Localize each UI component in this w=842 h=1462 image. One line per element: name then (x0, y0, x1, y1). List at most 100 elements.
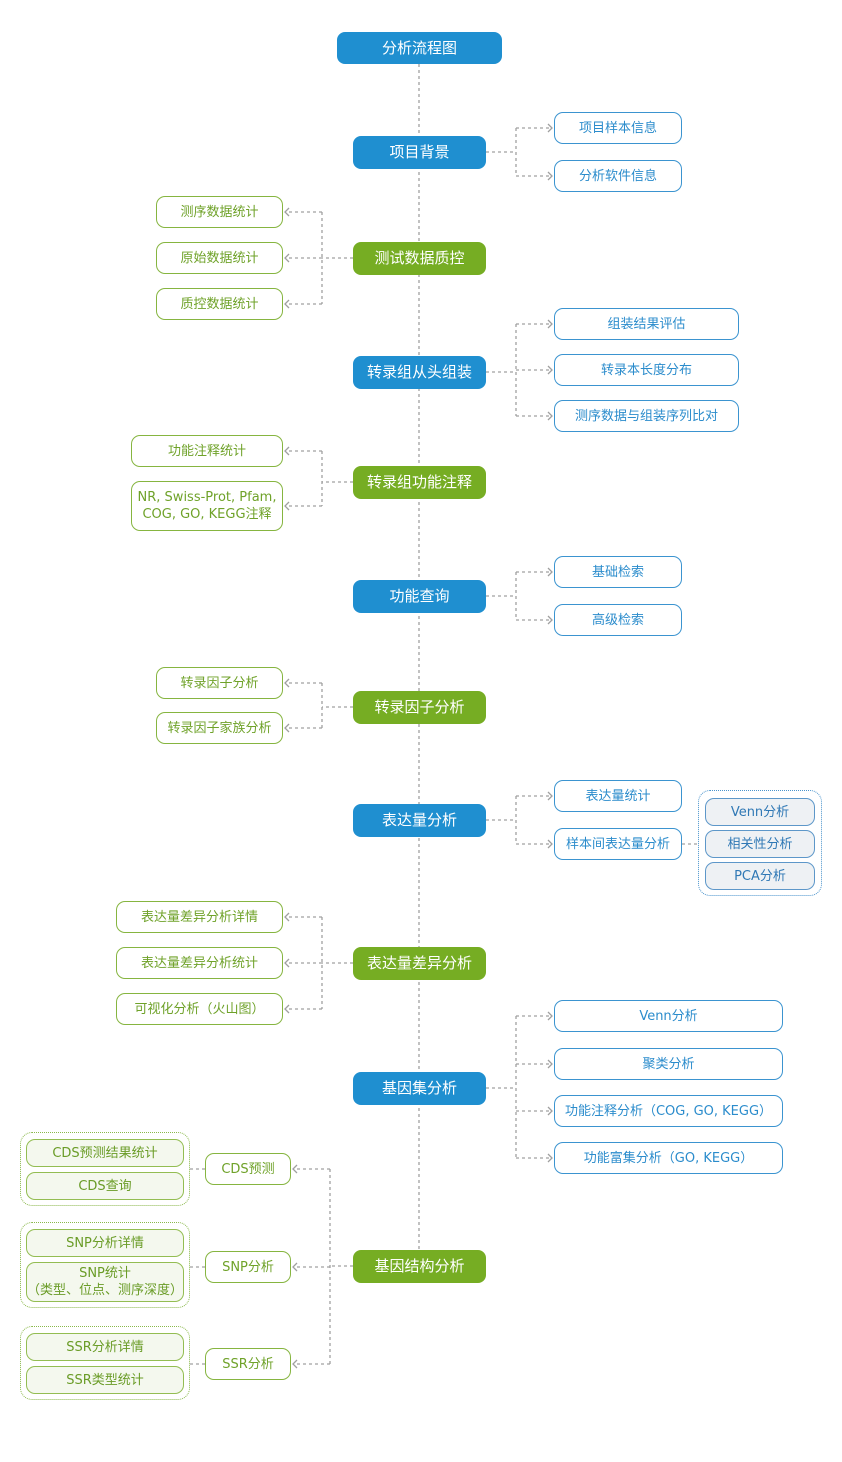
title-box: 分析流程图 (337, 32, 502, 64)
node-venn-analysis[interactable]: Venn分析 (705, 798, 815, 826)
node-label: PCA分析 (734, 868, 786, 884)
node-ssr-details[interactable]: SSR分析详情 (26, 1333, 184, 1361)
node-cds-prediction[interactable]: CDS预测 (205, 1153, 291, 1185)
node-correlation-analysis[interactable]: 相关性分析 (705, 830, 815, 858)
node-label: Venn分析 (639, 1008, 698, 1024)
node-gene-set-venn[interactable]: Venn分析 (554, 1000, 783, 1032)
node-transcript-length-dist[interactable]: 转录本长度分布 (554, 354, 739, 386)
arrow-head-icon (284, 723, 290, 733)
node-raw-data-stats[interactable]: 原始数据统计 (156, 242, 283, 274)
node-label: 相关性分析 (727, 836, 793, 852)
step-test-data-qc[interactable]: 测试数据质控 (353, 242, 486, 275)
node-qc-data-stats[interactable]: 质控数据统计 (156, 288, 283, 320)
node-label: 转录本长度分布 (600, 362, 692, 378)
step-functional-annotation[interactable]: 转录组功能注释 (353, 466, 486, 499)
step-label: 转录组从头组装 (366, 363, 472, 381)
node-label-line1: SNP统计 (79, 1266, 131, 1281)
node-seq-alignment[interactable]: 测序数据与组装序列比对 (554, 400, 739, 432)
node-label: 分析软件信息 (578, 168, 657, 184)
node-label: 质控数据统计 (180, 296, 259, 312)
node-label: SSR分析详情 (66, 1339, 144, 1355)
arrow-head-icon (284, 1004, 290, 1014)
cds-subgroup (20, 1132, 190, 1206)
node-clustering[interactable]: 聚类分析 (554, 1048, 783, 1080)
arrow-head-icon (292, 1164, 298, 1174)
step-label: 基因集分析 (381, 1079, 457, 1097)
node-enrichment-analysis[interactable]: 功能富集分析（GO, KEGG） (554, 1142, 783, 1174)
node-expression-stats[interactable]: 表达量统计 (554, 780, 682, 812)
arrow-head-icon (547, 365, 553, 375)
step-label: 项目背景 (389, 143, 450, 161)
node-label: 功能注释统计 (167, 443, 246, 459)
node-ssr-analysis[interactable]: SSR分析 (205, 1348, 291, 1380)
node-assembly-evaluation[interactable]: 组装结果评估 (554, 308, 739, 340)
node-label-line1: NR, Swiss-Prot, Pfam, (137, 490, 277, 505)
arrow-head-icon (547, 1011, 553, 1021)
node-basic-search[interactable]: 基础检索 (554, 556, 682, 588)
arrow-head-icon (547, 1153, 553, 1163)
step-tf-analysis[interactable]: 转录因子分析 (353, 691, 486, 724)
node-label: 转录因子家族分析 (167, 720, 272, 736)
step-expression-analysis[interactable]: 表达量分析 (353, 804, 486, 837)
step-label: 转录组功能注释 (366, 473, 472, 491)
node-label: SSR类型统计 (66, 1372, 144, 1388)
node-label: 原始数据统计 (180, 250, 259, 266)
node-snp-analysis[interactable]: SNP分析 (205, 1251, 291, 1283)
step-label: 表达量差异分析 (366, 954, 472, 972)
arrow-head-icon (547, 411, 553, 421)
node-label: 可视化分析（火山图） (134, 1001, 265, 1017)
node-label: 样本间表达量分析 (565, 836, 670, 852)
arrow-head-icon (284, 501, 290, 511)
expression-subgroup (698, 790, 822, 896)
arrow-head-icon (547, 171, 553, 181)
node-ssr-type-stats[interactable]: SSR类型统计 (26, 1366, 184, 1394)
node-pca-analysis[interactable]: PCA分析 (705, 862, 815, 890)
node-analysis-software-info[interactable]: 分析软件信息 (554, 160, 682, 192)
step-differential-expression[interactable]: 表达量差异分析 (353, 947, 486, 980)
arrow-head-icon (284, 299, 290, 309)
node-advanced-search[interactable]: 高级检索 (554, 604, 682, 636)
node-database-annotation[interactable]: NR, Swiss-Prot, Pfam,COG, GO, KEGG注释 (131, 481, 283, 531)
node-snp-stats[interactable]: SNP统计 （类型、位点、测序深度） (26, 1262, 184, 1302)
node-cds-query[interactable]: CDS查询 (26, 1172, 184, 1200)
node-cds-result-stats[interactable]: CDS预测结果统计 (26, 1139, 184, 1167)
step-label: 测试数据质控 (374, 249, 465, 267)
arrow-head-icon (547, 123, 553, 133)
step-gene-set-analysis[interactable]: 基因集分析 (353, 1072, 486, 1105)
chart-title: 分析流程图 (381, 38, 457, 57)
arrow-head-icon (547, 615, 553, 625)
node-function-annotation-analysis[interactable]: 功能注释分析（COG, GO, KEGG） (554, 1095, 783, 1127)
arrow-head-icon (547, 839, 553, 849)
step-denovo-assembly[interactable]: 转录组从头组装 (353, 356, 486, 389)
node-volcano-plot[interactable]: 可视化分析（火山图） (116, 993, 283, 1025)
node-tf-family-analysis[interactable]: 转录因子家族分析 (156, 712, 283, 744)
step-label: 功能查询 (389, 587, 450, 605)
node-label: CDS查询 (78, 1178, 132, 1194)
node-seq-data-stats[interactable]: 测序数据统计 (156, 196, 283, 228)
node-label: 功能富集分析（GO, KEGG） (583, 1150, 754, 1166)
step-label: 表达量分析 (381, 811, 457, 829)
step-project-background[interactable]: 项目背景 (353, 136, 486, 169)
arrow-head-icon (547, 1059, 553, 1069)
node-snp-details[interactable]: SNP分析详情 (26, 1229, 184, 1257)
node-annotation-stats[interactable]: 功能注释统计 (131, 435, 283, 467)
node-label-line2: （类型、位点、测序深度） (27, 1283, 184, 1298)
node-de-stats[interactable]: 表达量差异分析统计 (116, 947, 283, 979)
node-label: SSR分析 (222, 1356, 274, 1372)
arrow-head-icon (284, 678, 290, 688)
node-tf-analysis[interactable]: 转录因子分析 (156, 667, 283, 699)
arrow-head-icon (284, 207, 290, 217)
node-intersample-expression[interactable]: 样本间表达量分析 (554, 828, 682, 860)
arrow-head-icon (292, 1262, 298, 1272)
snp-subgroup (20, 1222, 190, 1308)
node-label: 表达量差异分析统计 (140, 955, 258, 971)
node-label: 测序数据与组装序列比对 (574, 408, 718, 424)
node-label: 项目样本信息 (578, 120, 657, 136)
node-label: 转录因子分析 (180, 675, 259, 691)
node-project-sample-info[interactable]: 项目样本信息 (554, 112, 682, 144)
step-gene-structure[interactable]: 基因结构分析 (353, 1250, 486, 1283)
step-function-query[interactable]: 功能查询 (353, 580, 486, 613)
node-label: SNP分析详情 (66, 1235, 144, 1251)
node-de-details[interactable]: 表达量差异分析详情 (116, 901, 283, 933)
